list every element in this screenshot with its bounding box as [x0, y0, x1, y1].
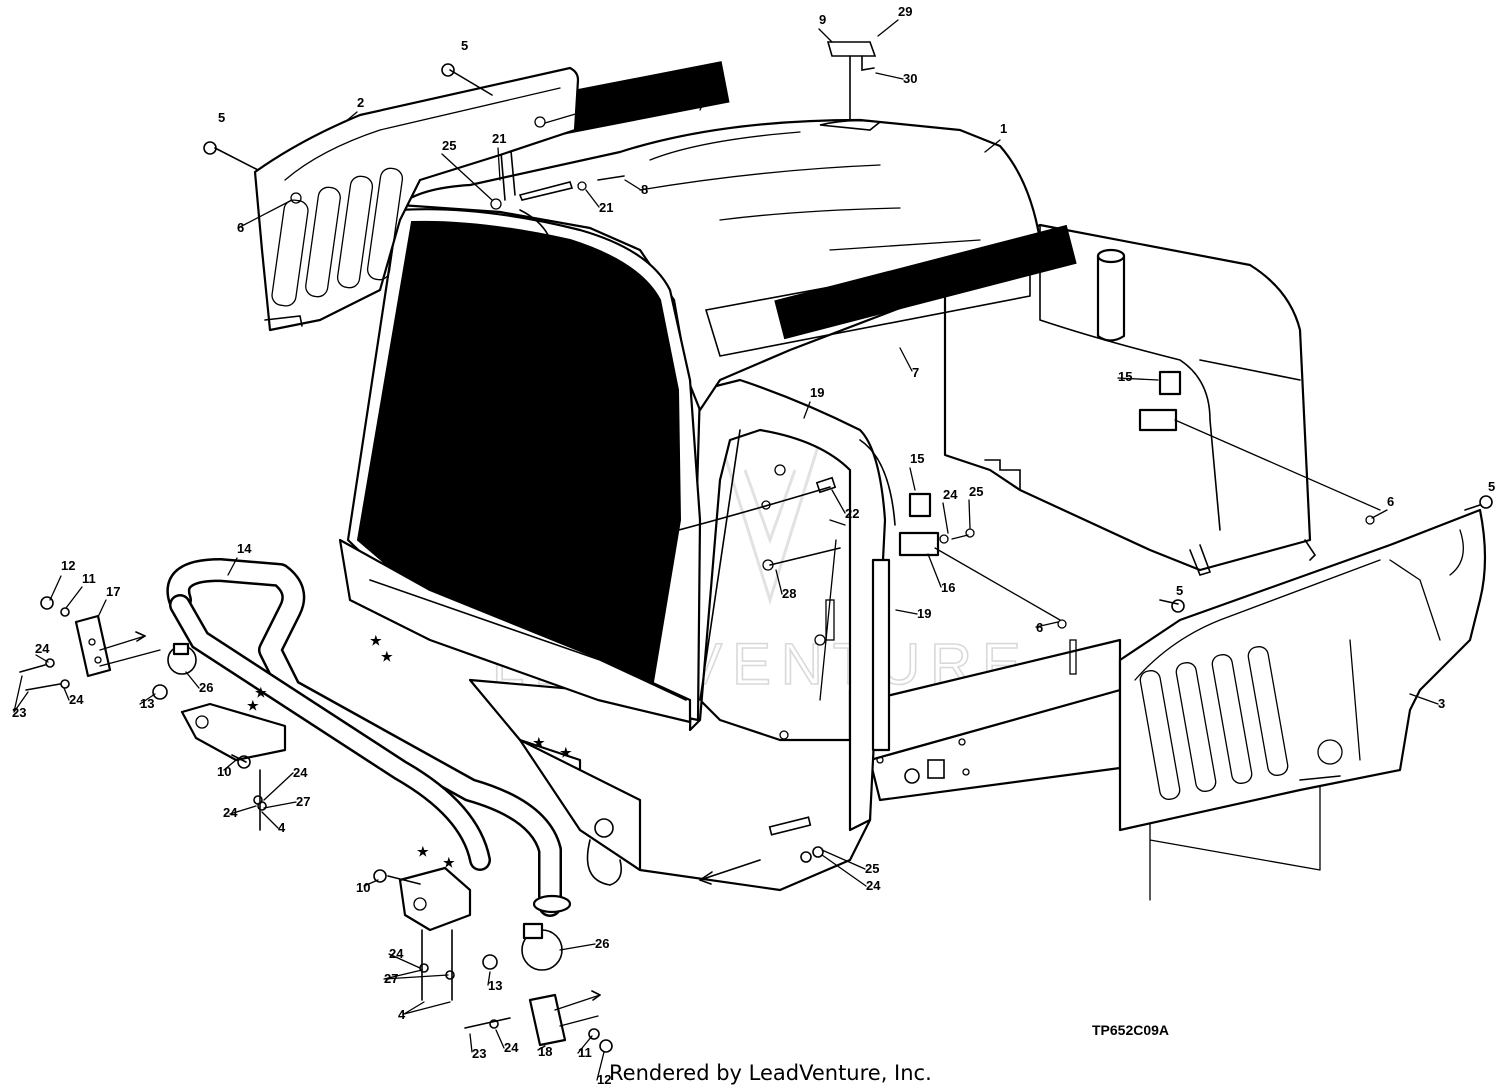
callout-label: 11	[82, 571, 96, 586]
callout-label: 23	[12, 705, 26, 720]
callout-label: 4	[278, 820, 286, 835]
figure-code: TP652C09A	[1092, 1022, 1169, 1038]
callout-label: 26	[199, 680, 213, 695]
callout-label: 1	[1000, 121, 1007, 136]
leader-lines-right	[934, 419, 1381, 621]
hinge-bracket-rear	[1138, 370, 1182, 432]
callout-label: 21	[599, 200, 613, 215]
callout-label: 12	[61, 558, 75, 573]
callout-label: 10	[217, 764, 231, 779]
side-panel-left	[253, 66, 580, 332]
callout-label: 11	[578, 1045, 592, 1060]
callout-label: 6	[237, 220, 244, 235]
callout-label: 27	[384, 971, 398, 986]
callout-label: 25	[969, 484, 983, 499]
callout-label: 13	[488, 978, 502, 993]
callout-label: 26	[595, 936, 609, 951]
callout-label: 5	[1176, 583, 1183, 598]
star-icon: ★	[560, 745, 572, 760]
callout-label: 28	[782, 586, 796, 601]
mount-plate-17	[74, 614, 112, 678]
hood-latch	[490, 139, 625, 236]
callout-label: 24	[504, 1040, 519, 1055]
dash-panel	[688, 378, 896, 832]
callout-label: 23	[472, 1046, 486, 1061]
callout-label: 30	[903, 71, 917, 86]
side-panel-right	[1118, 508, 1487, 832]
callout-label: 17	[106, 584, 120, 599]
tow-hook-right	[521, 922, 563, 971]
callout-label: 10	[356, 880, 370, 895]
callout-label: 22	[845, 506, 859, 521]
callout-label: 24	[35, 641, 50, 656]
cable-end	[815, 476, 837, 494]
front-bumper	[166, 558, 572, 917]
bumper-bracket-left	[180, 702, 287, 763]
callout-label: 5	[461, 38, 468, 53]
callout-label: 3	[1438, 696, 1445, 711]
callout-label: 8	[641, 182, 648, 197]
callout-label: 15	[910, 451, 924, 466]
callout-label: 24	[69, 692, 84, 707]
callout-label: 7	[912, 365, 919, 380]
callout-label: 19	[917, 606, 931, 621]
callout-label: 15	[1118, 369, 1132, 384]
callout-label: 24	[223, 805, 238, 820]
callout-label: 5	[218, 110, 225, 125]
callout-label: 6	[589, 97, 596, 112]
callout-label: 24	[866, 878, 881, 893]
rubber-strip-side	[774, 224, 1077, 340]
leader-lines	[13, 19, 1439, 1081]
callout-label: 7	[709, 73, 716, 88]
callout-labels: 1 2 3 4 4 5 5 5 5 6 6 6 6 7 7 8 9 10 10 …	[12, 4, 1495, 1087]
grille-screen	[338, 208, 702, 724]
callout-label: 24	[293, 765, 308, 780]
hinge-bracket-front	[898, 492, 975, 557]
star-icon: ★	[247, 698, 259, 713]
bolt-28	[769, 547, 841, 566]
tow-hook-left	[167, 642, 197, 675]
callout-label: 6	[1036, 620, 1043, 635]
star-icon: ★	[533, 735, 545, 750]
star-markers: ★ ★ ★ ★ ★ ★ ★ ★	[247, 633, 572, 870]
cable	[639, 486, 831, 541]
callout-label: 5	[1488, 479, 1495, 494]
callout-label: 14	[237, 541, 252, 556]
callout-label: 6	[1387, 494, 1394, 509]
star-icon: ★	[417, 844, 429, 859]
mount-plate-18	[528, 993, 567, 1047]
star-icon: ★	[381, 649, 393, 664]
hardware	[19, 41, 1493, 1053]
credit-text: Rendered by LeadVenture, Inc.	[609, 1061, 932, 1085]
callout-label: 24	[943, 487, 958, 502]
callout-label: 19	[810, 385, 824, 400]
callout-label: 21	[492, 131, 506, 146]
fuel-tank	[943, 223, 1317, 576]
callout-label: 27	[296, 794, 310, 809]
callout-label: 9	[819, 12, 826, 27]
callout-label: 2	[357, 95, 364, 110]
callout-label: 24	[389, 946, 404, 961]
callout-label: 16	[941, 580, 955, 595]
star-icon: ★	[443, 855, 455, 870]
bumper-bracket-right	[398, 866, 472, 932]
callout-label: 18	[538, 1044, 552, 1059]
callout-label: 13	[140, 696, 154, 711]
callout-label: 29	[898, 4, 912, 19]
callout-label: 25	[442, 138, 456, 153]
callout-label: 4	[398, 1007, 406, 1022]
star-icon: ★	[370, 633, 382, 648]
star-icon: ★	[255, 685, 267, 700]
callout-label: 12	[597, 1072, 611, 1087]
callout-label: 25	[865, 861, 879, 876]
